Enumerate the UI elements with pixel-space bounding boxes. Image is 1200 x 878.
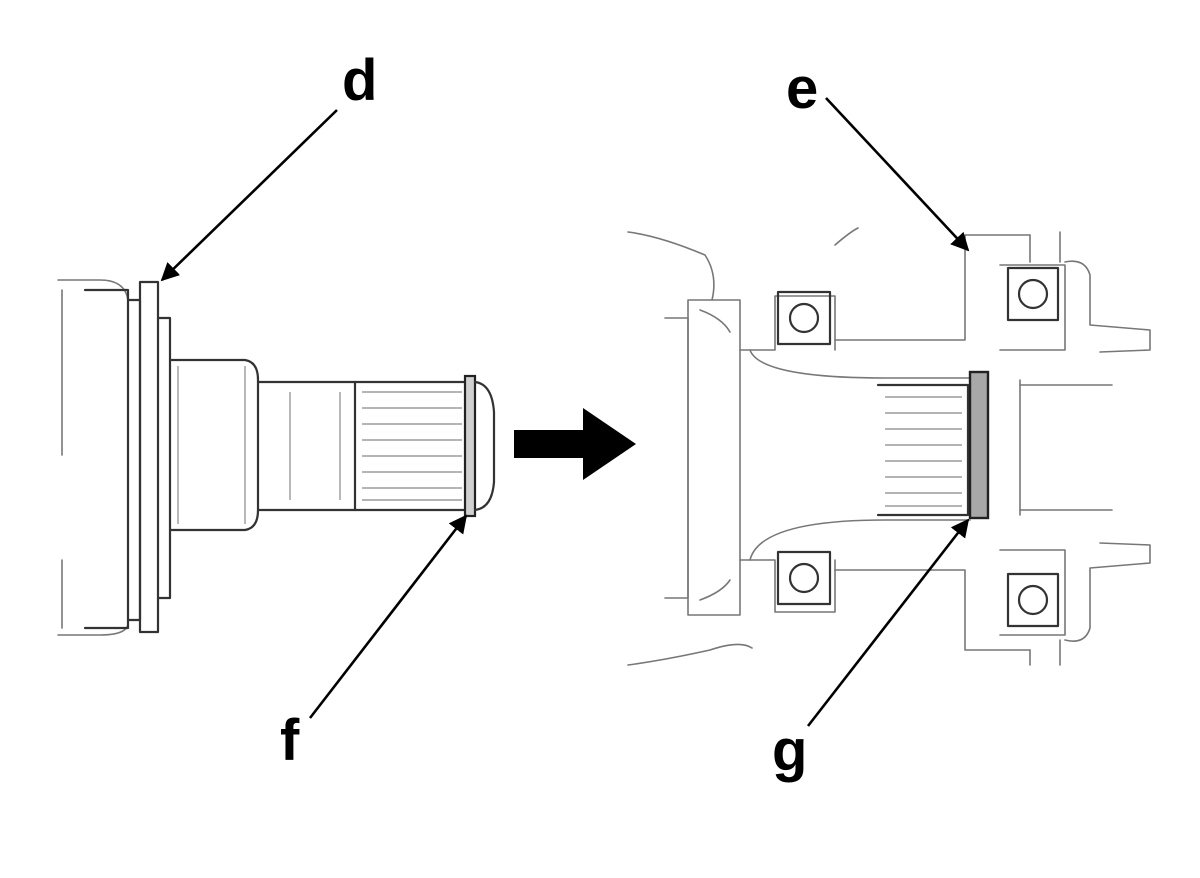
bearing-lower-left [776, 550, 832, 606]
callout-g: g [772, 718, 807, 783]
leader-line-d [160, 109, 338, 282]
leader-line-f [308, 514, 468, 719]
leader-line-g [806, 518, 970, 727]
shaft-splines [362, 391, 462, 501]
circlip-g [968, 370, 990, 520]
knuckle-hub-assembly [627, 227, 1151, 666]
callout-f: f [280, 708, 300, 773]
bearing-lower-right [1006, 572, 1060, 628]
hub-splines [885, 396, 962, 507]
drive-shaft-assembly [57, 279, 496, 636]
dust-shield-flange [138, 280, 160, 634]
right-arrow-icon [514, 408, 636, 480]
callout-e: e [786, 56, 818, 121]
bearing-upper-right [1006, 266, 1060, 322]
circlip-f [463, 374, 477, 518]
callout-d: d [342, 48, 377, 113]
bearing-upper-left [776, 290, 832, 346]
leader-line-e [825, 97, 970, 252]
